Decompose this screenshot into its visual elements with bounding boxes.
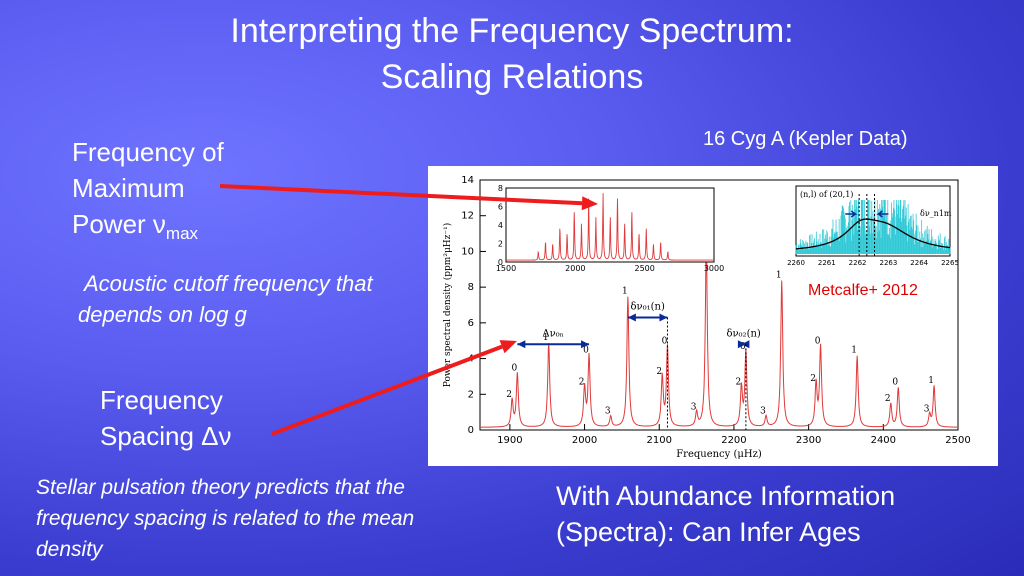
numax-line-1: Frequency of [72,137,224,167]
inset-y-tick-label: 0 [498,258,503,267]
mode-degree-label: 2 [579,378,585,388]
x-tick-label: 1900 [497,435,522,446]
zoom-x-tick-label: 2260 [787,259,805,267]
theory-line-1: Stellar pulsation theory predicts that t… [36,476,405,499]
spacing-annotation: δν₀₂(n) [726,328,760,339]
numax-line-2: Maximum [72,173,185,203]
mode-degree-label: 2 [736,378,742,388]
citation: Metcalfe+ 2012 [808,282,918,300]
ages-line-2: (Spectra): Can Infer Ages [556,517,861,547]
numax-arrow [219,184,583,206]
spacing-label: Frequency Spacing Δν [100,382,232,454]
spacing-line-2: Spacing Δν [100,421,232,451]
spacing-arrowhead [659,313,668,322]
main-plot-frame [479,179,959,431]
inset-y-tick-label: 8 [498,184,503,193]
cutoff-line-2: depends on log g [78,302,247,327]
theory-line-3: density [36,538,103,561]
ages-line-1: With Abundance Information [556,481,896,511]
inset-x-tick-label: 3000 [704,264,724,273]
theory-line-2: frequency spacing is related to the mean [36,507,415,530]
inset-x-tick-label: 2000 [565,264,585,273]
spacing-arrowhead [581,340,590,349]
spectrum-figure: 190020002100220023002400250002468101214F… [428,166,998,466]
x-tick-label: 2300 [796,435,821,446]
numax-label: Frequency of Maximum Power νmax [72,134,224,252]
numax-symbol: Power ν [72,209,166,239]
mode-degree-label: 2 [810,374,816,384]
title-line-2: Scaling Relations [380,58,644,96]
zoom-arrow-left [845,210,858,218]
mode-degree-label: 0 [892,378,898,388]
spacing-annotation: Δν₀ₙ [542,328,564,339]
zoom-x-tick-label: 2265 [941,259,959,267]
inset-y-tick-label: 6 [498,203,503,212]
x-tick-label: 2200 [721,435,746,446]
mode-degree-label: 1 [851,346,857,356]
numax-subscript: max [165,224,199,244]
zoom-x-tick-label: 2264 [910,259,928,267]
mode-degree-label: 2 [885,394,891,404]
y-tick-label: 6 [468,318,474,329]
spectrum-svg: 190020002100220023002400250002468101214F… [442,175,971,460]
y-tick-label: 10 [461,246,474,257]
mode-degree-label: 3 [691,403,697,413]
mode-degree-label: 0 [662,337,668,347]
mode-degree-label: 3 [760,406,766,416]
mode-degree-label: 1 [776,271,782,281]
zoom-x-tick-label: 2263 [879,259,897,267]
mode-degree-label: 1 [928,376,934,386]
mode-degree-label: 1 [622,287,628,297]
y-axis-label: Power spectral density (ppm²μHz⁻¹) [442,223,453,388]
zoom-x-tick-label: 2261 [818,259,836,267]
numax-line-3: Power νmax [72,206,224,252]
x-tick-label: 2400 [871,435,896,446]
mode-degree-label: 3 [605,406,611,416]
mode-degree-label: 0 [583,346,589,356]
inset-x-tick-label: 1500 [496,264,516,273]
spectrum-line [480,239,958,428]
mode-degree-label: 1 [543,333,549,343]
star-label: 16 Cyg A (Kepler Data) [703,128,908,150]
cutoff-line-1: Acoustic cutoff frequency that [84,271,373,296]
spacing-arrow-head [499,340,517,354]
zoom-fit-line [796,218,951,250]
inset-y-tick-label: 4 [498,221,503,230]
x-tick-label: 2100 [647,435,672,446]
inset-x-tick-label: 2500 [634,264,654,273]
zoom-inset-title: (n,l) of (20,1) [800,190,853,199]
y-tick-label: 8 [468,282,474,293]
spacing-arrowhead [517,340,526,349]
spacing-arrowhead [737,340,746,349]
mode-degree-label: 3 [924,405,930,415]
mode-degree-label: 0 [740,342,746,352]
x-tick-label: 2500 [945,435,970,446]
x-tick-label: 2000 [572,435,597,446]
theory-text: Stellar pulsation theory predicts that t… [36,472,414,565]
y-tick-label: 2 [468,389,474,400]
spacing-arrow [271,344,503,436]
y-tick-label: 0 [468,425,474,436]
spacing-annotation: δν₀₁(n) [630,302,664,313]
y-tick-label: 14 [461,175,474,186]
mode-degree-label: 0 [511,363,517,373]
mode-degree-label: 2 [506,390,512,400]
spacing-arrowhead [627,313,636,322]
title-line-1: Interpreting the Frequency Spectrum: [230,12,794,50]
mode-degree-label: 0 [815,337,821,347]
ages-text: With Abundance Information (Spectra): Ca… [556,478,895,550]
mode-degree-label: 2 [656,367,662,377]
x-axis-label: Frequency (μHz) [676,449,762,460]
zoom-arrow-right [876,210,889,218]
spacing-line-1: Frequency [100,385,223,415]
inset-spectrum-line [506,193,714,261]
zoom-x-tick-label: 2262 [849,259,867,267]
numax-arrow-head [581,196,598,211]
zoom-annotation: δν_n1m [920,209,952,218]
inset-y-tick-label: 2 [498,240,503,249]
slide-title: Interpreting the Frequency Spectrum: Sca… [0,8,1024,100]
y-tick-label: 12 [461,211,474,222]
